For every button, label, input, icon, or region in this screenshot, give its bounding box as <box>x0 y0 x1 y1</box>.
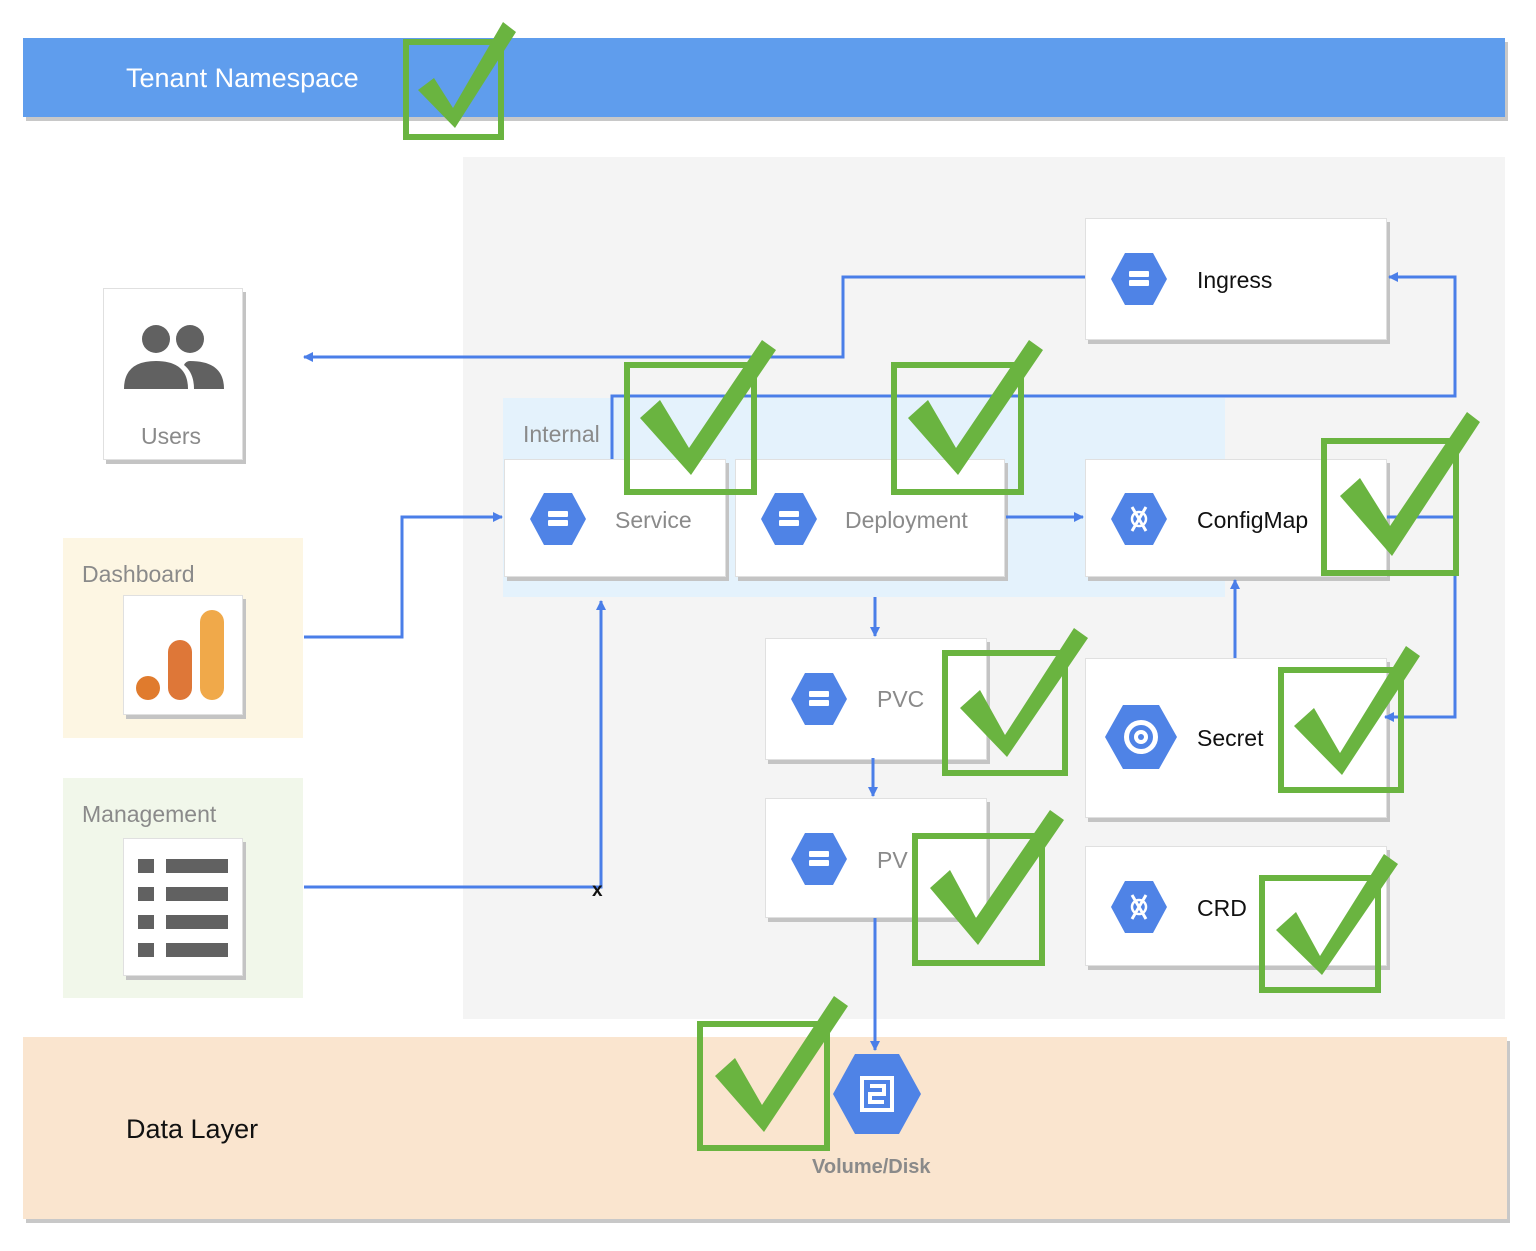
list-icon <box>138 859 228 957</box>
gcp-hexagon-icon <box>1111 493 1167 545</box>
users-icon <box>124 325 224 389</box>
internal-group-label: Internal <box>523 421 600 447</box>
gcp-hexagon-icon <box>791 833 847 885</box>
volume-disk-icon[interactable] <box>832 1052 922 1136</box>
dashboard-card[interactable] <box>123 595 243 715</box>
key-ring-icon <box>1105 705 1177 769</box>
deployment-label: Deployment <box>845 507 968 533</box>
ingress-label: Ingress <box>1197 267 1273 293</box>
gcp-hexagon-icon <box>1111 253 1167 305</box>
dashboard-label: Dashboard <box>82 561 195 587</box>
pv-label: PV <box>877 847 908 873</box>
management-label: Management <box>82 801 217 827</box>
users-label: Users <box>141 423 202 449</box>
tenant-namespace-title: Tenant Namespace <box>126 63 359 93</box>
bar-chart-icon <box>136 610 224 700</box>
volume-disk-label: Volume/Disk <box>812 1156 931 1178</box>
configmap-label: ConfigMap <box>1197 507 1309 533</box>
management-card[interactable] <box>123 838 243 976</box>
blocked-edge-mark: x <box>592 880 603 901</box>
service-label: Service <box>615 507 692 533</box>
pvc-label: PVC <box>877 686 925 712</box>
crd-label: CRD <box>1197 895 1247 921</box>
gcp-hexagon-icon <box>761 493 817 545</box>
tenant-namespace-banner <box>23 38 1505 117</box>
gcp-hexagon-icon <box>1111 881 1167 933</box>
gcp-hexagon-icon <box>791 673 847 725</box>
users-card[interactable]: Users <box>103 288 243 460</box>
secret-label: Secret <box>1197 725 1264 751</box>
gcp-hexagon-icon <box>530 493 586 545</box>
data-layer-title: Data Layer <box>126 1114 259 1144</box>
